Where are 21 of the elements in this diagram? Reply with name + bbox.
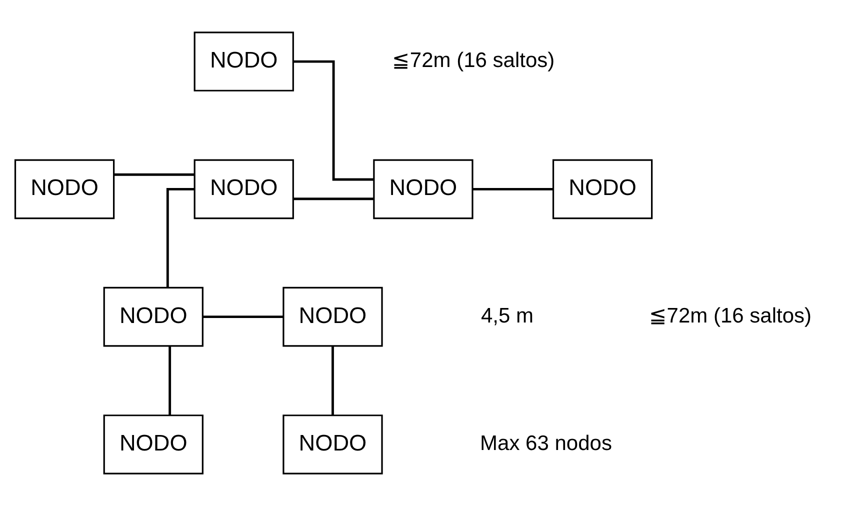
node-box: NODO — [552, 158, 653, 219]
node-box: NODO — [194, 31, 294, 91]
connector — [472, 187, 554, 190]
node-box: NODO — [103, 286, 204, 346]
node-box: NODO — [282, 414, 383, 474]
connector — [166, 187, 194, 287]
label: ≦72m (16 saltos) — [392, 48, 555, 72]
label: ≦72m (16 saltos) — [648, 304, 812, 327]
connector — [332, 346, 334, 415]
connector — [168, 346, 172, 415]
node-box: NODO — [373, 158, 474, 219]
connector — [114, 172, 195, 176]
node-box: NODO — [103, 414, 204, 474]
label: 4,5 m — [480, 304, 534, 327]
connector — [202, 315, 284, 318]
connector — [293, 60, 374, 180]
label: Max 63 nodos — [480, 431, 612, 454]
node-box: NODO — [14, 158, 115, 219]
connector — [293, 197, 374, 200]
node-box: NODO — [282, 286, 383, 346]
node-box: NODO — [194, 158, 294, 219]
